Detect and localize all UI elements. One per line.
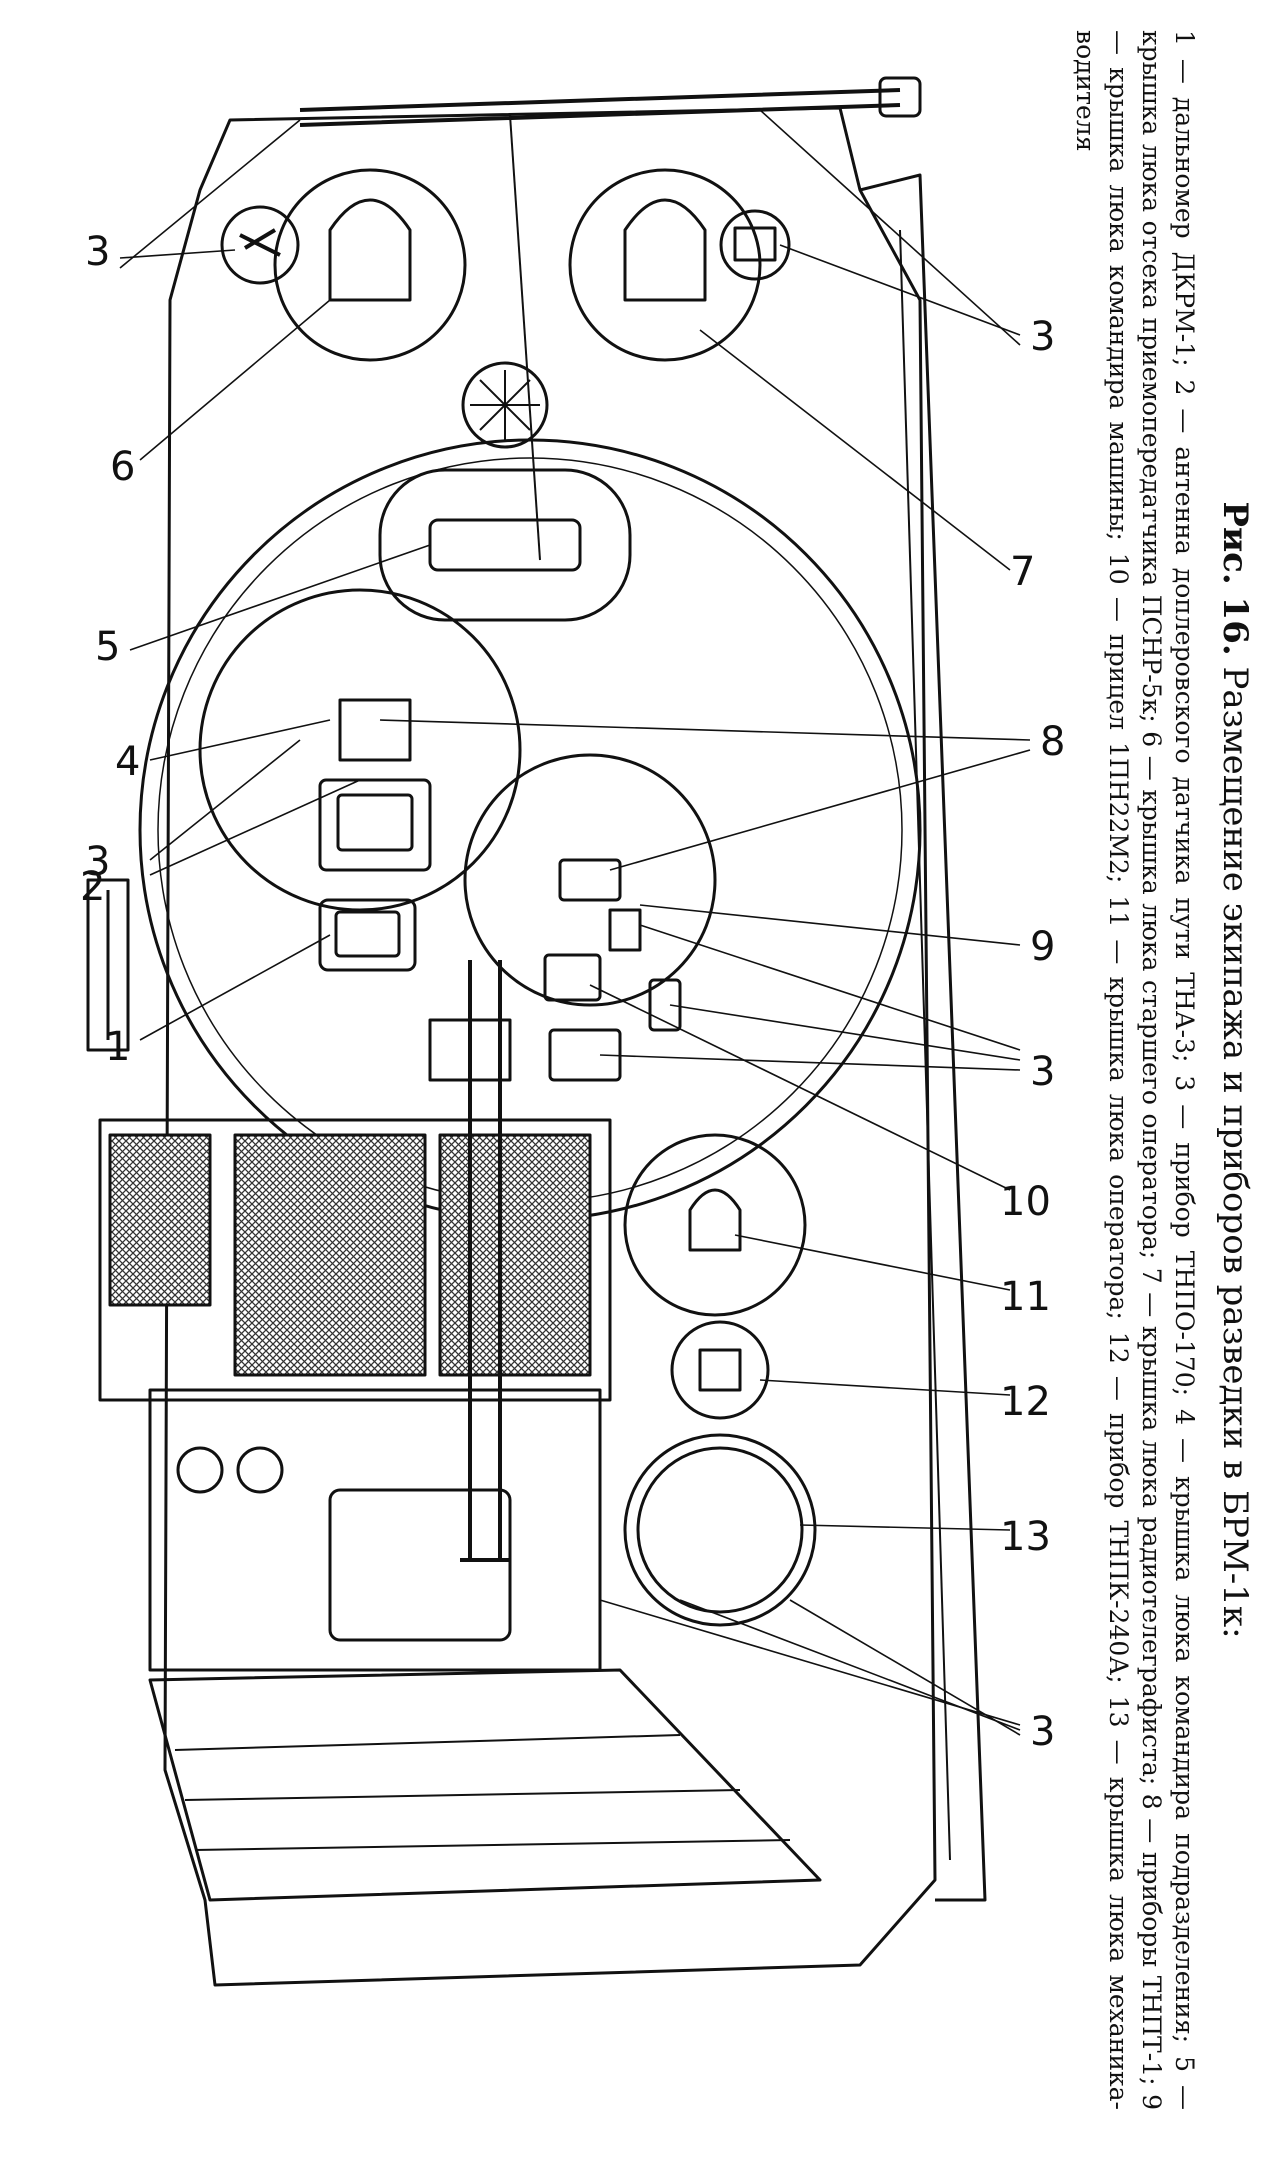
figure-caption: Рис. 16. Размещение экипажа и приборов р… bbox=[1025, 30, 1255, 2110]
ventilator-cap bbox=[461, 361, 549, 449]
caption-legend-text: 1 — дальномер ДКРМ-1; 2 — антенна доплер… bbox=[1071, 30, 1199, 2110]
grille-left bbox=[108, 1133, 212, 1307]
periscope-tnpo-front-right bbox=[719, 209, 791, 281]
callout-label-8: 8 bbox=[1040, 719, 1065, 765]
callout-label-3-front-left: 3 bbox=[85, 229, 110, 275]
callout-label-9: 9 bbox=[1030, 924, 1055, 970]
grille-right bbox=[438, 1133, 592, 1377]
hatch-unit-commander bbox=[198, 588, 522, 912]
periscope-tnpo-front-left bbox=[220, 205, 300, 285]
main-gun bbox=[460, 960, 510, 1562]
callout-label-12: 12 bbox=[1000, 1379, 1051, 1425]
side-track bbox=[859, 173, 987, 1902]
engine-deck bbox=[98, 1118, 612, 1402]
callout-label-13: 13 bbox=[1000, 1514, 1051, 1560]
callout-label-3-front-right: 3 bbox=[1030, 314, 1055, 360]
callout-label-4: 4 bbox=[115, 739, 140, 785]
callout-label-7: 7 bbox=[1010, 549, 1035, 595]
hatch-driver bbox=[623, 1433, 817, 1627]
hatch-operator bbox=[623, 1133, 807, 1317]
grille-center bbox=[233, 1133, 427, 1377]
rear-plate bbox=[148, 1388, 602, 1672]
callout-label-3-center: 3 bbox=[1030, 1049, 1055, 1095]
callout-label-11: 11 bbox=[1000, 1274, 1051, 1320]
hatch-vehicle-commander bbox=[463, 753, 717, 1007]
callout-label-5: 5 bbox=[95, 624, 120, 670]
caption-title-line: Рис. 16. Размещение экипажа и приборов р… bbox=[1215, 30, 1255, 2110]
callout-label-3-rear: 3 bbox=[1030, 1709, 1055, 1755]
sight-1pn22m2 bbox=[543, 953, 602, 1002]
periscope-tnpk-240a bbox=[670, 1320, 770, 1420]
callout-label-6: 6 bbox=[110, 444, 135, 490]
antenna-doppler-tna-3 bbox=[86, 878, 130, 1052]
callout-label-2: 2 bbox=[80, 864, 105, 910]
rangefinder-dkrm-1 bbox=[318, 778, 432, 872]
hatch-senior-operator bbox=[273, 168, 467, 362]
callout-label-1: 1 bbox=[105, 1024, 130, 1070]
figure-number: Рис. 16. bbox=[1215, 501, 1255, 656]
periscope-tnpt-1 bbox=[558, 858, 622, 902]
caption-title: Размещение экипажа и приборов разведки в… bbox=[1215, 666, 1255, 1639]
rear-deck bbox=[148, 1668, 822, 1902]
turret-ring bbox=[138, 438, 922, 1222]
front-barrel bbox=[299, 88, 901, 127]
callout-label-10: 10 bbox=[1000, 1179, 1051, 1225]
hatch-radar-compartment bbox=[378, 468, 632, 622]
callout-label-3-turret: 3 bbox=[85, 839, 110, 885]
hull-outline bbox=[163, 106, 937, 1987]
hatch-radio-operator bbox=[568, 168, 762, 362]
